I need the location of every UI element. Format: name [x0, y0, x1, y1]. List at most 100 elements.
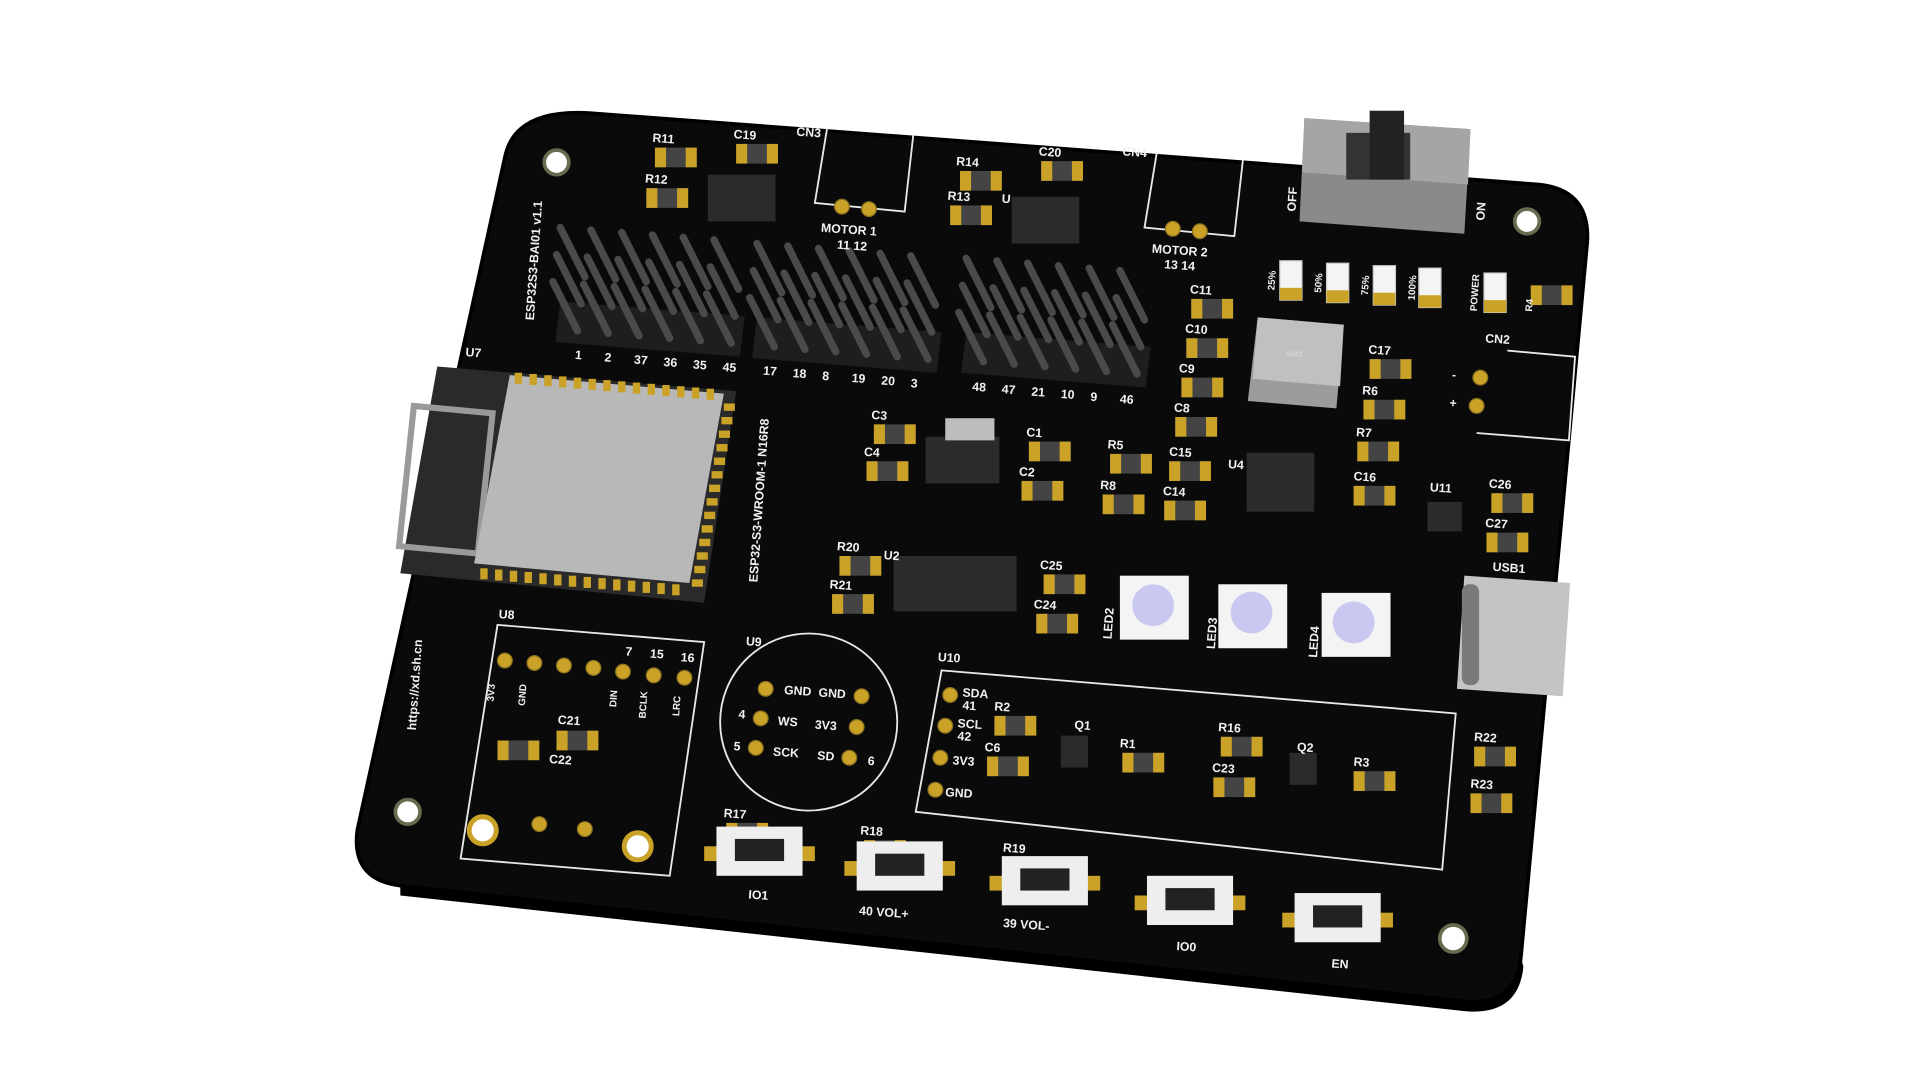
header-pin	[1112, 293, 1145, 351]
header-pin	[710, 236, 743, 293]
header-pin-label: 47	[1001, 382, 1016, 397]
ref: C16	[1353, 469, 1377, 485]
header-pin-label: 10	[1060, 387, 1075, 402]
header-pin	[1020, 286, 1053, 344]
header-pin	[1023, 259, 1056, 317]
mounting-pad	[466, 814, 499, 847]
through-hole-pad	[833, 198, 850, 215]
header-pin-label: 9	[1090, 390, 1098, 404]
u8-pin: LRC	[671, 696, 683, 717]
through-hole-pad	[860, 201, 877, 218]
ref: R18	[860, 823, 884, 839]
switch-knob[interactable]	[1369, 110, 1405, 180]
usb-c-connector[interactable]	[1456, 575, 1571, 697]
button-io0[interactable]	[1134, 875, 1246, 926]
header-pin	[807, 298, 840, 356]
header-pin	[645, 258, 678, 315]
header-pin	[610, 282, 643, 340]
smd-part	[1353, 771, 1396, 791]
u9-outline	[719, 632, 899, 812]
header-pin	[985, 311, 1018, 368]
header-pin	[989, 284, 1022, 341]
header-pin-label: 36	[663, 355, 678, 370]
smd-part	[1369, 359, 1412, 379]
tactile-buttons	[704, 826, 1393, 943]
through-hole-pad	[1191, 223, 1208, 240]
u9-pin: 6	[867, 754, 875, 768]
header-pin	[549, 277, 582, 335]
ref: R4	[1524, 298, 1536, 312]
header-pin-label: 2	[604, 350, 612, 364]
ref: C1	[1026, 425, 1043, 440]
smd-part	[1353, 485, 1396, 506]
button-vol-up[interactable]	[844, 841, 956, 891]
cn2-plus: +	[1449, 396, 1457, 410]
button-io0-label: IO0	[1176, 939, 1197, 954]
header-pin	[962, 254, 995, 312]
header-pin	[1085, 264, 1118, 322]
through-hole-pad	[526, 655, 543, 672]
header-pin	[1051, 289, 1084, 346]
ref: R20	[837, 539, 861, 555]
header-pin	[907, 252, 940, 309]
header-pin	[587, 226, 620, 283]
smd-part	[1021, 480, 1064, 501]
ref: R1	[1119, 736, 1136, 751]
through-hole-pad	[841, 749, 858, 766]
motor1-pins: 11 12	[837, 238, 868, 254]
u2-ic	[893, 555, 1017, 612]
ref: C19	[733, 127, 757, 143]
battery-led-100: 100%	[1407, 275, 1420, 301]
u9-pin: SD	[817, 749, 835, 764]
through-hole-pad	[853, 688, 870, 705]
smd-part	[1028, 441, 1071, 462]
ref: C21	[557, 713, 581, 729]
header-pin	[814, 244, 847, 302]
header-pin	[955, 308, 988, 366]
cn2-minus: -	[1452, 368, 1457, 382]
ref: C11	[1190, 282, 1213, 298]
smd-part	[994, 715, 1037, 736]
q1-transistor	[1060, 735, 1088, 768]
ref: C24	[1033, 597, 1057, 613]
ref: U	[1001, 192, 1011, 207]
ref: C22	[549, 752, 573, 768]
u8-pin: DIN	[608, 690, 620, 708]
ref: LED3	[1204, 617, 1220, 649]
ref: R21	[829, 577, 853, 593]
power-switch[interactable]	[1299, 110, 1471, 234]
ref: C3	[871, 408, 888, 423]
smd-part	[1110, 453, 1152, 474]
header-pin-label: 19	[851, 371, 866, 386]
header-pin	[614, 255, 647, 313]
header-pin	[745, 293, 778, 351]
header-pin	[556, 223, 589, 281]
power-led-label: POWER	[1469, 274, 1483, 312]
button-io1[interactable]	[704, 826, 815, 876]
ref: C8	[1174, 401, 1191, 416]
smd-part	[950, 205, 992, 226]
ref: CN2	[1485, 331, 1511, 347]
header-pin	[706, 263, 739, 320]
header-pin	[811, 271, 844, 329]
smd-part	[1181, 377, 1224, 398]
u8-pin: BCLK	[638, 691, 651, 719]
pin-headers	[549, 223, 1151, 388]
board-url: https://xd.sh.cn	[405, 639, 425, 731]
ref: R22	[1474, 730, 1498, 746]
header-pin-label: 35	[693, 358, 708, 373]
ref: C26	[1488, 477, 1512, 493]
button-vol-down[interactable]	[989, 856, 1101, 906]
u9-pin: 4	[738, 707, 746, 721]
through-hole-pad	[932, 749, 949, 766]
button-en[interactable]	[1282, 893, 1393, 943]
ref: R12	[645, 172, 669, 188]
header-pin	[702, 290, 735, 347]
mounting-pad	[621, 830, 654, 863]
ref: U10	[937, 650, 961, 666]
cn3-outline	[813, 127, 915, 213]
ref: R11	[652, 131, 675, 147]
cn4-outline	[1143, 152, 1244, 238]
smd-part	[873, 424, 916, 445]
